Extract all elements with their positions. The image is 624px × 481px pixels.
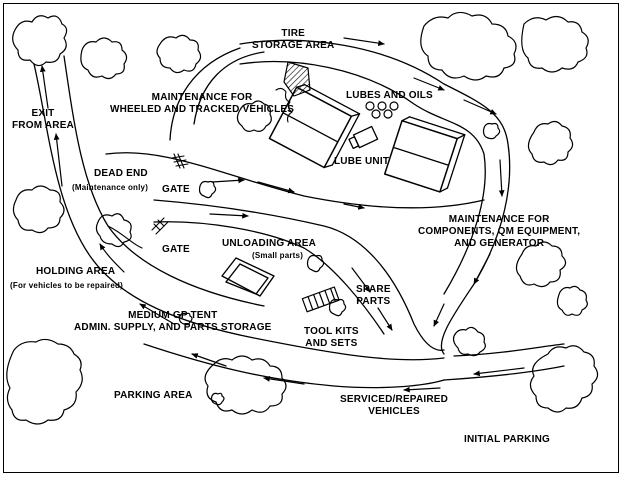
roads — [33, 39, 565, 389]
road-edge — [453, 343, 565, 357]
tree-clump — [204, 355, 287, 415]
arrow — [498, 159, 505, 197]
tree-clump — [198, 180, 217, 199]
tree-clump — [482, 122, 501, 140]
spare-parts-label: SPARE PARTS — [356, 284, 391, 307]
parking-area-label: PARKING AREA — [114, 390, 193, 401]
maint-wheeled-label: MAINTENANCE FOR WHEELED AND TRACKED VEHI… — [110, 92, 295, 115]
arrow — [473, 367, 525, 377]
arrow — [433, 303, 445, 327]
lube-unit-label: LUBE UNIT — [334, 156, 390, 167]
tree-clump — [80, 37, 128, 80]
road-edge — [143, 343, 445, 389]
lubes-oils-label: LUBES AND OILS — [346, 90, 433, 101]
tree-clump — [306, 254, 325, 273]
road-edge — [193, 51, 265, 125]
tire-stack — [275, 87, 293, 123]
road-edge — [33, 63, 445, 361]
road-edge — [169, 47, 241, 141]
arrow — [463, 99, 497, 115]
tool-kits-label: TOOL KITS AND SETS — [304, 326, 359, 349]
road-edge — [153, 221, 385, 335]
road-edge — [105, 152, 485, 209]
gate-label: GATE — [162, 244, 190, 255]
tree-clump — [6, 338, 83, 425]
exit-label: EXIT FROM AREA — [12, 108, 74, 131]
tree-clump — [521, 15, 589, 73]
tree-clump — [178, 312, 193, 326]
tree-clump — [156, 34, 202, 74]
arrow — [413, 77, 445, 91]
tree-clump — [95, 213, 132, 248]
gate-label: GATE — [162, 184, 190, 195]
tree-clump — [236, 100, 272, 132]
arrow — [209, 212, 249, 219]
arrow — [263, 376, 305, 385]
flow-arrows — [39, 37, 525, 393]
tree-clump — [210, 392, 225, 406]
tire-storage-label: TIRE STORAGE AREA — [252, 28, 335, 51]
dead-end-spur — [107, 225, 143, 249]
tree-clump — [12, 15, 68, 67]
arrow — [53, 133, 63, 187]
tree-clump — [527, 120, 574, 166]
serviced-vehicles-label: SERVICED/REPAIRED VEHICLES — [340, 394, 449, 417]
layout-drawing — [6, 11, 599, 425]
arrow — [39, 65, 49, 109]
tree-clump — [328, 298, 347, 317]
arrow — [139, 303, 175, 325]
arrow — [351, 267, 371, 293]
arrow — [343, 37, 385, 46]
arrow — [257, 181, 295, 194]
bay-components — [383, 116, 466, 193]
holding-area-note: (For vehicles to be repaired) — [10, 281, 123, 290]
medium-tent-label: MEDIUM GP TENT ADMIN. SUPPLY, AND PARTS … — [74, 310, 272, 333]
unloading-area-label: UNLOADING AREA — [222, 238, 317, 249]
oil-drums — [365, 101, 399, 119]
tree-clump — [12, 185, 65, 234]
road-edge — [153, 199, 445, 351]
maint-components-label: MAINTENANCE FOR COMPONENTS, QM EQUIPMENT… — [418, 214, 581, 249]
spare-parts-crate — [301, 286, 340, 313]
unloading-area-note: (Small parts) — [252, 251, 304, 260]
road-edge — [239, 39, 511, 355]
road-edge — [239, 61, 486, 295]
diagram-frame: TIRE STORAGE AREA LUBES AND OILS LUBE UN… — [3, 3, 619, 473]
arrow — [191, 353, 227, 367]
tree-clump — [556, 285, 588, 316]
tree-clump — [452, 326, 486, 357]
tree-clump — [515, 241, 567, 288]
tree-clump — [529, 345, 599, 413]
holding-area-label: HOLDING AREA — [36, 266, 116, 277]
road-edge — [443, 365, 565, 381]
gate-marker — [171, 153, 189, 169]
arrow — [377, 307, 393, 331]
bay-wheeled — [268, 84, 361, 169]
unloading-pallet — [221, 257, 275, 297]
tree-clumps — [6, 11, 599, 425]
gate-marker — [151, 217, 169, 235]
arrow — [211, 177, 245, 184]
tree-clump — [420, 11, 517, 81]
arrow — [343, 203, 365, 210]
gates — [151, 153, 189, 235]
tire-storage-hatch — [283, 61, 311, 97]
dead-end-label: DEAD END — [94, 168, 148, 179]
arrow — [403, 386, 441, 393]
arrow — [99, 243, 125, 273]
initial-parking-label: INITIAL PARKING — [464, 434, 550, 445]
arrow — [473, 253, 491, 285]
lube-unit-symbol — [348, 125, 379, 150]
dead-end-note: (Maintenance only) — [72, 183, 149, 192]
